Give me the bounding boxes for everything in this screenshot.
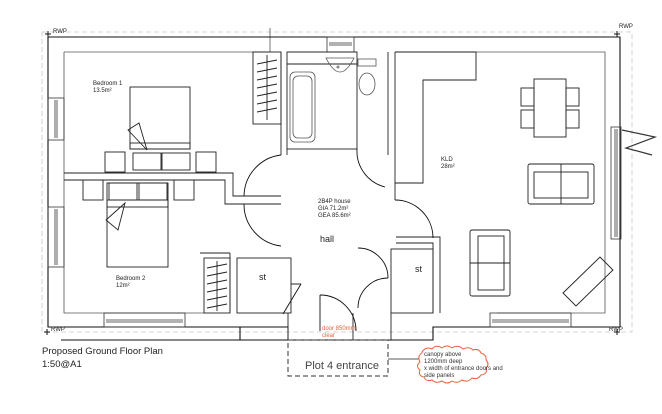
- drawing-title-block: Proposed Ground Floor Plan 1:50@A1: [42, 346, 163, 371]
- bathroom-fixtures: [289, 57, 377, 143]
- bathroom-window: [326, 36, 355, 53]
- canopy-note-line1: canopy above: [424, 352, 462, 358]
- canopy-cloud: [417, 345, 489, 384]
- rwp-label-top-right: RWP: [619, 24, 633, 30]
- door-note-line2: clear: [322, 332, 336, 339]
- door-swings: [243, 148, 434, 332]
- rwp-label-bottom-right: RWP: [609, 327, 623, 333]
- canopy-note-line4: side panels: [424, 372, 455, 379]
- store-right-label: st: [415, 264, 423, 274]
- wardrobe-hangers: [206, 55, 278, 311]
- rwp-label-top-left: RWP: [53, 29, 67, 35]
- kld-label: KLD 28m²: [441, 157, 455, 171]
- kld-name: KLD: [441, 157, 453, 163]
- kld-area: 28m²: [441, 163, 455, 170]
- house-gia: GIA 71.2m²: [318, 205, 349, 212]
- canopy-note-line3: x width of entrance doors and: [424, 365, 503, 372]
- eaves-outline: [41, 31, 633, 333]
- drawing-scale: 1:50@A1: [42, 358, 82, 370]
- inner-wall-face: [63, 28, 606, 314]
- sofas: [469, 163, 614, 307]
- house-info: 2B4P house GIA 71.2m² GEA 85.6m²: [318, 199, 351, 220]
- rwp-markers: [44, 31, 620, 335]
- canopy-note-line2: 1200mm deep: [424, 358, 463, 365]
- bed2: [82, 179, 195, 268]
- bedroom2-area: 12m²: [116, 282, 130, 289]
- left-windows: [47, 97, 65, 268]
- bedroom1-area: 13.5m²: [93, 87, 112, 94]
- bedroom2-name: Bedroom 2: [116, 276, 146, 282]
- bedroom1-label: Bedroom 1 13.5m²: [93, 81, 122, 95]
- store-left-label: st: [259, 272, 267, 282]
- right-window: [610, 126, 658, 240]
- bottom-windows: [103, 312, 572, 328]
- house-gea: GEA 85.6m²: [318, 212, 351, 219]
- entrance-label: Plot 4 entrance: [305, 360, 379, 372]
- dining-table: [520, 78, 580, 138]
- door-note: door 850mm clear: [322, 326, 356, 340]
- bed1: [104, 86, 217, 173]
- entrance-canopy: [287, 339, 389, 377]
- house-type: 2B4P house: [318, 199, 351, 205]
- bedroom2-label: Bedroom 2 12m²: [116, 276, 145, 290]
- rwp-label-bottom-left: RWP: [51, 327, 65, 333]
- door-note-line1: door 850mm: [322, 326, 356, 332]
- bedroom1-name: Bedroom 1: [93, 81, 123, 87]
- internal-walls: [64, 51, 477, 340]
- hall-label: hall: [320, 234, 335, 244]
- canopy-note: canopy above 1200mm deep x width of entr…: [424, 352, 503, 380]
- drawing-title: Proposed Ground Floor Plan: [42, 346, 163, 357]
